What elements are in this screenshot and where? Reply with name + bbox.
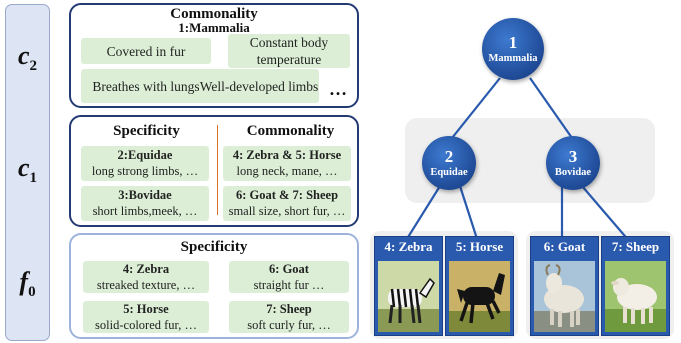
feature-chip: Breathes with lungs	[81, 69, 211, 103]
leaf-label: 5: Horse	[455, 239, 504, 254]
commonality-panel-c2: Commonality 1:Mammalia Covered in fur Co…	[69, 3, 359, 108]
goat-image	[534, 261, 595, 332]
panel-f0-title: Specificity	[180, 239, 248, 255]
edge-equidae-horse	[458, 185, 480, 243]
sheep-image	[605, 261, 666, 332]
panel-c2-subtitle: 1:Mammalia	[178, 20, 250, 35]
panel-c1-specificity-title: Specificity	[113, 123, 180, 139]
level-f0-label: f0	[19, 267, 36, 301]
edge-root-bovidae	[529, 77, 573, 139]
edge-bovidae-sheep	[581, 185, 631, 243]
leaf-label: 6: Goat	[543, 239, 586, 254]
leaf-label: 4: Zebra	[384, 239, 433, 254]
edge-equidae-zebra	[404, 185, 441, 243]
level-c1-label: c1	[17, 153, 38, 187]
panel-c2-title: Commonality	[170, 6, 258, 22]
feature-chip: Well-developed limbs	[199, 69, 319, 103]
feature-chip: Covered in fur	[81, 38, 211, 64]
orange-divider	[217, 125, 218, 215]
level-c2-label: c2	[17, 41, 38, 75]
leaf-card-zebra: 4: Zebra	[374, 236, 443, 336]
ellipsis: …	[329, 79, 347, 99]
level-sidebar: c2 c1 f0	[5, 4, 50, 341]
panel-c1-commonality-title: Commonality	[246, 123, 335, 139]
feature-chip: Constant body temperature	[228, 34, 350, 68]
leaf-card-horse: 5: Horse	[445, 236, 514, 336]
leaf-card-goat: 6: Goat	[530, 236, 599, 336]
horse-image	[449, 261, 510, 332]
leaf-card-sheep: 7: Sheep	[601, 236, 670, 336]
zebra-image	[378, 261, 439, 332]
leaf-label: 7: Sheep	[611, 239, 660, 254]
edge-root-equidae	[451, 77, 501, 139]
